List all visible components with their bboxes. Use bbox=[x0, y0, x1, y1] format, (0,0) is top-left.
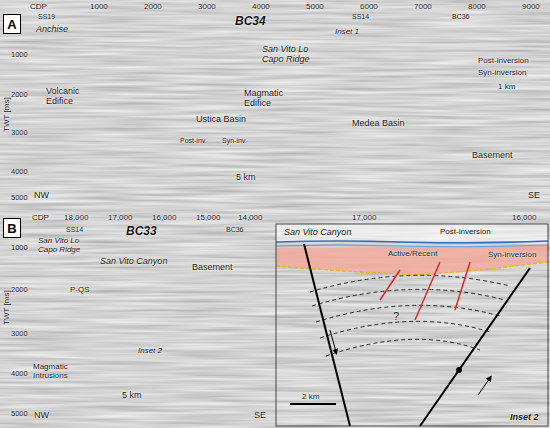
profile-name: BC34 bbox=[235, 15, 266, 29]
feature-label: Magmatic Intrusions bbox=[33, 362, 79, 380]
axis-tick: 2000 bbox=[11, 91, 28, 100]
axis-tick: 5000 bbox=[11, 410, 28, 419]
direction-label: SE bbox=[528, 190, 540, 200]
feature-label: Basement bbox=[192, 262, 233, 272]
line-name: SS14 bbox=[352, 13, 369, 21]
scale-label: 1 km bbox=[498, 82, 515, 91]
axis-tick: 2000 bbox=[11, 286, 28, 295]
unit-label: P-QS bbox=[70, 285, 90, 294]
panel-letter: B bbox=[3, 218, 21, 238]
axis-tick: 8000 bbox=[468, 2, 486, 11]
axis-title: CDP bbox=[32, 213, 49, 222]
feature-label: Magmatic Edifice bbox=[244, 88, 288, 109]
panel-letter-text: B bbox=[7, 221, 16, 236]
axis-tick: 3000 bbox=[11, 129, 28, 138]
inset-label: Inset 2 bbox=[138, 346, 162, 355]
axis-tick: 3000 bbox=[11, 330, 28, 339]
axis-tick: 3000 bbox=[198, 2, 216, 11]
axis-tick: 14,000 bbox=[238, 213, 262, 222]
feature-label: Volcanic Edifice bbox=[46, 86, 94, 107]
axis-title: TWT [ms] bbox=[1, 291, 10, 326]
scale-label: 5 km bbox=[236, 172, 256, 182]
axis-tick: 4000 bbox=[11, 370, 28, 379]
panel-letter: A bbox=[3, 14, 21, 34]
unit-label: Syn-inversion bbox=[478, 68, 526, 77]
scale-label: 2 km bbox=[302, 392, 319, 401]
unit-label: Post-inv. bbox=[180, 137, 207, 145]
feature-label: San Vito Canyon bbox=[284, 227, 351, 237]
axis-tick: 1000 bbox=[11, 51, 28, 60]
axis-tick: 17,000 bbox=[352, 213, 376, 222]
feature-label: Anchise bbox=[36, 24, 68, 34]
panel-letter-text: A bbox=[7, 17, 16, 32]
axis-tick: 1000 bbox=[90, 2, 108, 11]
unit-label: Syn-inversion bbox=[488, 250, 536, 259]
line-name: SS14 bbox=[66, 226, 83, 234]
scale-label: 5 km bbox=[122, 390, 142, 400]
axis-tick: 4000 bbox=[252, 2, 270, 11]
axis-tick: 5000 bbox=[306, 2, 324, 11]
feature-label: San Vito Canyon bbox=[100, 256, 167, 266]
axis-tick: 18,000 bbox=[64, 213, 88, 222]
axis-tick: 16,000 bbox=[152, 213, 176, 222]
feature-label: San Vito Lo Capo Ridge bbox=[38, 236, 92, 254]
axis-tick: 15,000 bbox=[196, 213, 220, 222]
direction-label: NW bbox=[34, 190, 49, 200]
unit-label: Active/Recent bbox=[388, 249, 437, 258]
line-name: SS19 bbox=[38, 13, 55, 21]
line-name: BC36 bbox=[226, 226, 244, 234]
axis-tick: 16,000 bbox=[512, 213, 536, 222]
axis-tick: 1000 bbox=[11, 244, 28, 253]
axis-tick: 9000 bbox=[522, 2, 540, 11]
query-mark: ? bbox=[393, 310, 399, 323]
axis-tick: 7000 bbox=[414, 2, 432, 11]
axis-tick: 6000 bbox=[360, 2, 378, 11]
unit-label: Post-inversion bbox=[478, 56, 529, 65]
line-name: BC36 bbox=[452, 13, 470, 21]
axis-tick: 5000 bbox=[11, 194, 28, 203]
unit-label: Post-inversion bbox=[440, 227, 491, 236]
unit-label: Syn-inv. bbox=[222, 137, 247, 145]
inset-label: Inset 1 bbox=[335, 27, 359, 36]
inset-label: Inset 2 bbox=[510, 412, 539, 422]
axis-title: CDP bbox=[30, 2, 47, 11]
feature-label: Ustica Basin bbox=[196, 114, 246, 124]
direction-label: NW bbox=[34, 410, 49, 420]
feature-label: Basement bbox=[472, 150, 513, 160]
axis-tick: 2000 bbox=[144, 2, 162, 11]
feature-label: Medea Basin bbox=[352, 118, 405, 128]
axis-title: TWT [ms] bbox=[1, 98, 10, 133]
axis-tick: 17,000 bbox=[108, 213, 132, 222]
feature-label: San Vito Lo Capo Ridge bbox=[262, 44, 328, 65]
direction-label: SE bbox=[254, 410, 266, 420]
profile-name: BC33 bbox=[126, 225, 157, 239]
axis-tick: 4000 bbox=[11, 168, 28, 177]
